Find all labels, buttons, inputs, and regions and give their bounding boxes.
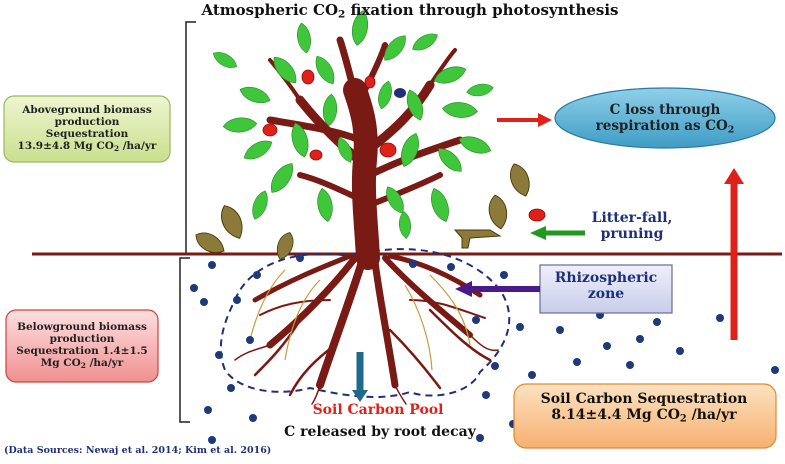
litter-fall-label: Litter-fall, pruning <box>591 210 673 243</box>
belowground-bracket <box>179 257 190 423</box>
fallen-twig <box>453 229 502 249</box>
belowground-biomass-label: Belowground biomass production Sequestra… <box>16 321 148 371</box>
root-decay-label: C released by root decay <box>284 424 476 440</box>
respiration-label: C loss through respiration as CO2 <box>595 102 735 135</box>
fallen-fruit <box>528 208 546 222</box>
soil-carbon-pool-label: Soil Carbon Pool <box>312 402 444 418</box>
rhizosphere-boundary <box>219 248 511 398</box>
fine-roots <box>249 269 471 371</box>
litter-fall-arrow <box>530 226 585 240</box>
soil-carbon-sequestration-label: Soil Carbon Sequestration 8.14±4.4 Mg CO… <box>540 391 748 425</box>
dark-fruit <box>394 88 406 98</box>
rhizosphere-label: Rhizospheric zone <box>554 270 658 303</box>
rhizosphere-box <box>539 264 673 314</box>
aboveground-bracket <box>185 21 196 255</box>
tree-trunk <box>266 36 464 270</box>
belowground-box <box>5 309 159 383</box>
root-decay-arrow <box>352 352 368 402</box>
tree-fruits <box>262 69 397 161</box>
soil-to-atmosphere-arrow <box>724 168 744 340</box>
data-sources-note: (Data Sources: Newaj et al. 2014; Kim et… <box>4 445 272 456</box>
diagram-title: Atmospheric CO2 fixation through photosy… <box>201 1 619 21</box>
aboveground-biomass-label: Aboveground biomass production Sequestra… <box>17 104 157 154</box>
soil-sequestration-box <box>513 383 777 449</box>
rhizosphere-arrow <box>455 281 540 297</box>
respiration-ellipse <box>554 87 776 149</box>
aboveground-box <box>3 95 171 163</box>
respiration-arrow <box>497 113 552 127</box>
tree-roots <box>234 253 499 405</box>
soil-carbon-particles <box>190 254 779 444</box>
